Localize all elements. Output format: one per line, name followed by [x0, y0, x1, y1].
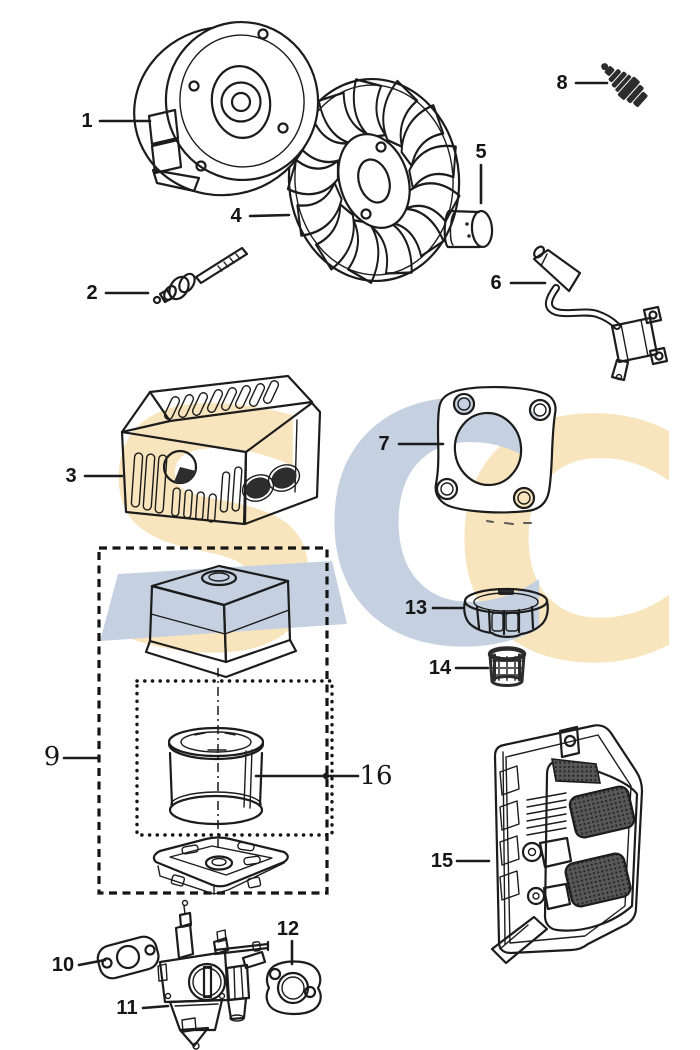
engine-shroud-drawing — [120, 374, 322, 526]
callout-line-4 — [248, 213, 291, 218]
watermark-letter-c-right: C — [448, 352, 690, 736]
watermark-letter-s: S — [95, 342, 333, 726]
callout-label-13: 13 — [404, 597, 428, 619]
air-filter-base-drawing — [152, 836, 289, 895]
callout-label-4: 4 — [230, 205, 242, 227]
callout-line-16-dot — [322, 772, 330, 780]
callout-label-3: 3 — [65, 465, 77, 487]
starter-cup-drawing — [443, 209, 494, 249]
callout-label-11: 11 — [116, 997, 138, 1019]
muffler-gasket-drawing — [434, 385, 557, 525]
callout-label-2: 2 — [86, 282, 98, 304]
intake-gasket-drawing — [96, 935, 160, 980]
callout-label-8: 8 — [556, 72, 568, 94]
cooling-fan-drawing — [286, 77, 462, 285]
flywheel-drawing — [133, 20, 320, 197]
bolt-drawing — [152, 246, 249, 305]
callout-line-10 — [77, 958, 107, 967]
carburetor-drawing — [157, 899, 270, 1050]
air-filter-assembly-box — [97, 546, 334, 895]
air-filter-cover-drawing — [144, 564, 298, 679]
callout-label-7: 7 — [378, 433, 390, 455]
side-panel-drawing — [490, 724, 644, 965]
callout-label-6: 6 — [490, 272, 502, 294]
callout-label-1: 1 — [81, 110, 93, 132]
callout-label-9: 9 — [43, 742, 61, 772]
fuel-cap-drawing — [463, 587, 549, 638]
callout-line-11 — [141, 1004, 170, 1010]
callout-label-14: 14 — [428, 657, 452, 679]
insulator-gasket-drawing — [265, 960, 322, 1016]
fuel-filter-drawing — [487, 646, 527, 687]
callout-label-15: 15 — [430, 850, 454, 872]
callout-label-12: 12 — [276, 918, 300, 940]
callout-label-10: 10 — [51, 954, 75, 976]
spark-plug-drawing — [601, 63, 648, 107]
callout-label-5: 5 — [475, 141, 487, 163]
callout-label-16: 16 — [359, 761, 393, 791]
callout-lines — [62, 81, 609, 1010]
ignition-coil-drawing — [532, 245, 669, 382]
air-filter-element-drawing — [167, 726, 265, 826]
